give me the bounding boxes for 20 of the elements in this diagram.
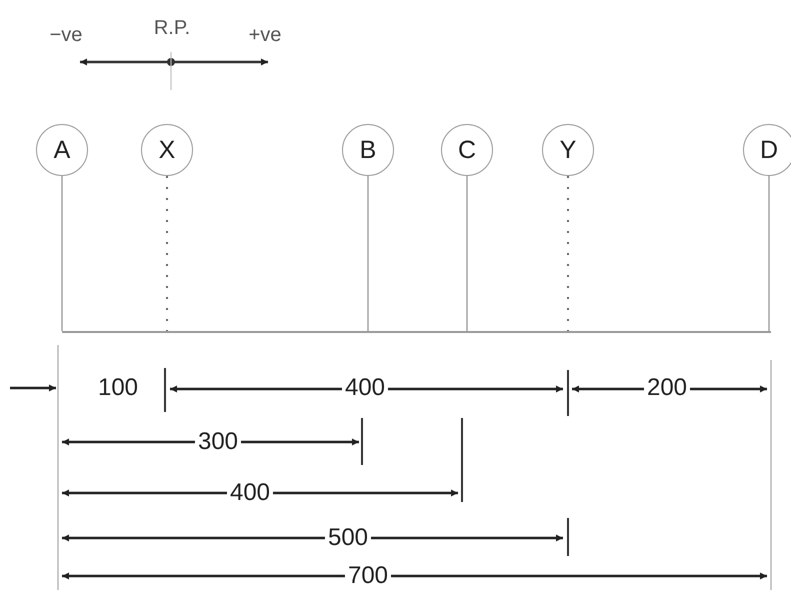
node-letter: B (360, 138, 376, 162)
stem-line (61, 176, 63, 331)
node-letter: C (458, 138, 476, 162)
stem-line (466, 176, 468, 331)
direction-label: +ve (248, 25, 282, 45)
node-letter: D (760, 138, 778, 162)
letter-circle (141, 124, 193, 176)
node-letter: Y (560, 138, 576, 162)
letter-circle (36, 124, 88, 176)
letter-circle (342, 124, 394, 176)
shaft-bar (62, 331, 771, 333)
direction-label: −ve (48, 25, 84, 45)
node-letter: X (158, 138, 176, 162)
stem-line (367, 176, 369, 331)
letter-circle (441, 124, 493, 176)
direction-label: R.P. (152, 18, 192, 38)
node-letter: A (54, 138, 70, 162)
letter-circle (743, 124, 791, 176)
stem-line (768, 176, 770, 331)
letter-circle (542, 124, 594, 176)
